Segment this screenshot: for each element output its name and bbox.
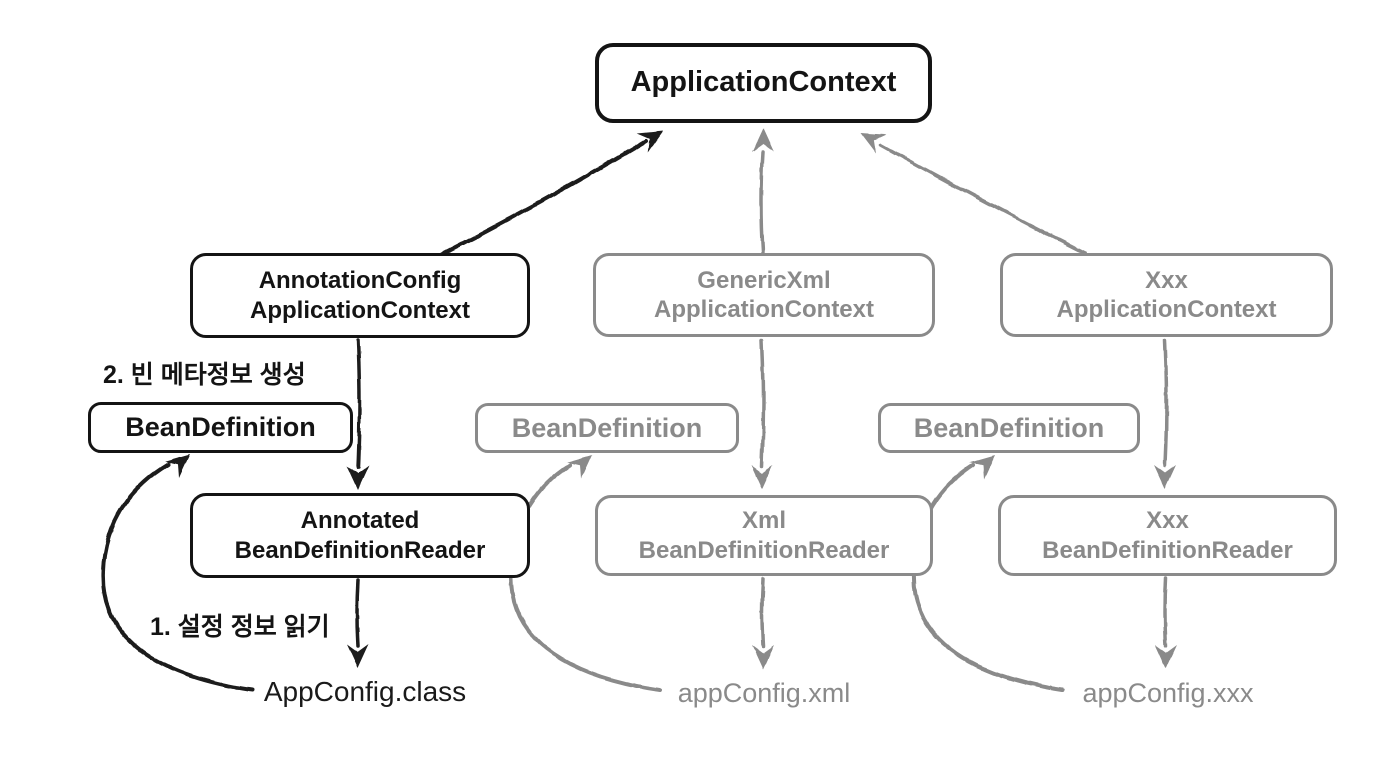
arrow-annotationconfig-to-annotatedreader-icon: [347, 338, 369, 490]
arrow-appconfigclass-to-beandefinition-icon: [100, 454, 254, 692]
node-annotation-config-application-context: AnnotationConfig ApplicationContext: [190, 253, 530, 338]
node-label: Xml BeanDefinitionReader: [638, 507, 890, 564]
node-xxx-bean-definition-reader: Xxx BeanDefinitionReader: [998, 495, 1337, 576]
node-label: Annotated BeanDefinitionReader: [234, 507, 486, 564]
node-label: BeanDefinition: [125, 412, 316, 443]
node-label: BeanDefinition: [511, 412, 703, 443]
app-config-xml-label: appConfig.xml: [677, 678, 851, 708]
node-annotated-bean-definition-reader: Annotated BeanDefinitionReader: [190, 493, 530, 578]
arrow-xxxreader-to-appconfigxxx-icon: [1155, 576, 1177, 669]
node-bean-definition-xxx: BeanDefinition: [878, 403, 1140, 453]
node-label: Xxx ApplicationContext: [1056, 266, 1277, 323]
node-xml-bean-definition-reader: Xml BeanDefinitionReader: [595, 495, 933, 576]
node-generic-xml-application-context: GenericXml ApplicationContext: [593, 253, 935, 337]
arrow-annotationconfig-to-applicationcontext-icon: [440, 131, 663, 256]
arrow-xxx-to-applicationcontext-icon: [860, 133, 1087, 255]
step-2-annotation: 2. 빈 메타정보 생성: [103, 361, 306, 389]
arrow-genericxml-to-applicationcontext-icon: [752, 128, 774, 255]
node-label: ApplicationContext: [630, 66, 897, 99]
node-label: BeanDefinition: [913, 412, 1105, 443]
step-1-annotation: 1. 설정 정보 읽기: [150, 613, 330, 641]
app-config-class-label: AppConfig.class: [263, 676, 467, 707]
arrow-genericxml-to-xmlreader-icon: [751, 338, 773, 489]
arrow-appconfigxml-to-beandefinition-icon: [508, 455, 662, 692]
node-bean-definition-xml: BeanDefinition: [475, 403, 739, 453]
arrow-xxx-to-xxxreader-icon: [1154, 338, 1176, 489]
arrow-appconfigxxx-to-beandefinition-icon: [911, 455, 1065, 692]
node-xxx-application-context: Xxx ApplicationContext: [1000, 253, 1333, 337]
arrow-annotatedreader-to-appconfigclass-icon: [347, 578, 369, 668]
node-application-context: ApplicationContext: [595, 43, 932, 123]
node-label: AnnotationConfig ApplicationContext: [250, 267, 470, 324]
node-label: GenericXml ApplicationContext: [654, 266, 874, 323]
arrow-xmlreader-to-appconfigxml-icon: [752, 576, 774, 669]
app-config-xxx-label: appConfig.xxx: [1082, 678, 1254, 708]
node-label: Xxx BeanDefinitionReader: [1042, 507, 1293, 564]
node-bean-definition-annotation: BeanDefinition: [88, 402, 353, 453]
